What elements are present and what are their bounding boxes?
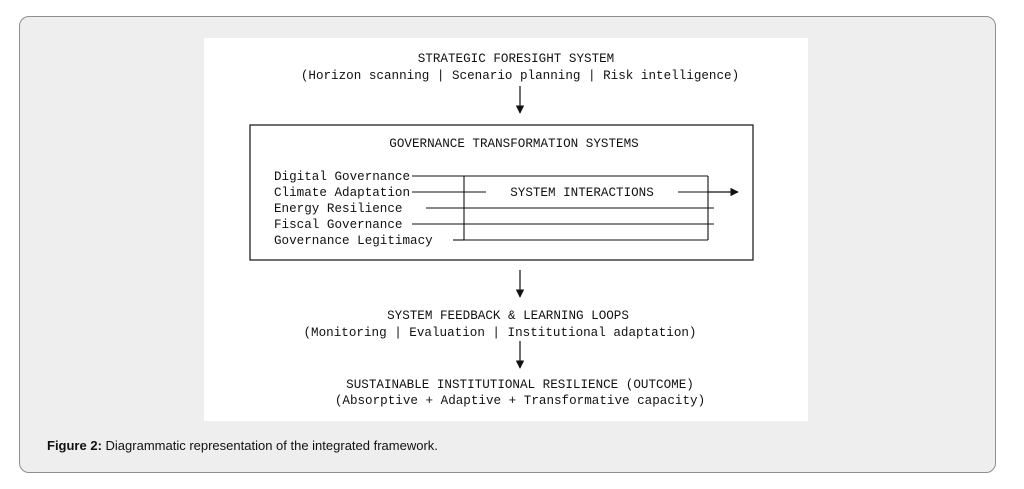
outcome-title: SUSTAINABLE INSTITUTIONAL RESILIENCE (OU… [346,378,694,392]
governance-item-digital: Digital Governance [274,170,410,184]
strategic-foresight-subtitle: (Horizon scanning | Scenario planning | … [301,69,739,83]
caption-text: Diagrammatic representation of the integ… [101,438,438,453]
interaction-connectors [412,175,714,241]
outcome-subtitle: (Absorptive + Adaptive + Transformative … [335,394,705,408]
governance-item-legitimacy: Governance Legitimacy [274,234,433,248]
figure-image: STRATEGIC FORESIGHT SYSTEM (Horizon scan… [204,38,808,421]
governance-item-fiscal: Fiscal Governance [274,218,402,232]
framework-diagram: STRATEGIC FORESIGHT SYSTEM (Horizon scan… [249,52,754,408]
feedback-title: SYSTEM FEEDBACK & LEARNING LOOPS [387,309,629,323]
system-interactions-label: SYSTEM INTERACTIONS [510,186,654,200]
governance-item-climate: Climate Adaptation [274,186,410,200]
governance-title: GOVERNANCE TRANSFORMATION SYSTEMS [389,137,638,151]
feedback-subtitle: (Monitoring | Evaluation | Institutional… [304,326,697,340]
figure-card: STRATEGIC FORESIGHT SYSTEM (Horizon scan… [19,16,996,473]
caption-label: Figure 2: [47,438,102,453]
governance-box [249,124,754,261]
governance-item-energy: Energy Resilience [274,202,402,216]
strategic-foresight-title: STRATEGIC FORESIGHT SYSTEM [418,52,615,66]
figure-caption: Figure 2: Diagrammatic representation of… [47,438,947,453]
